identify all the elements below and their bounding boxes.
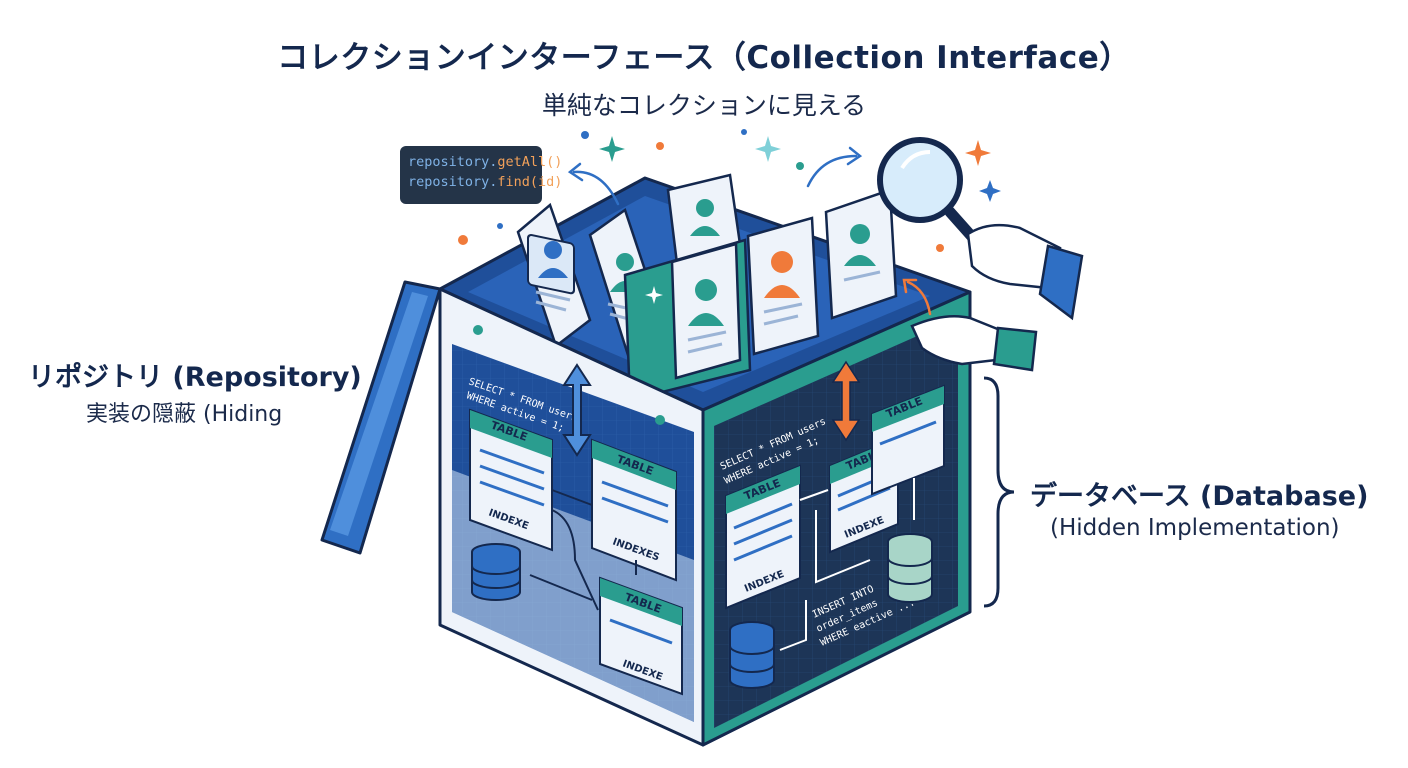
database-sublabel: (Hidden Implementation) xyxy=(1050,515,1340,541)
right-flow-arrows xyxy=(779,478,915,651)
right-table-1: TABLE INDEXE xyxy=(725,464,801,610)
profile-card xyxy=(516,202,592,349)
database-label: データベース (Database) xyxy=(1030,481,1369,512)
decorative-sparkles xyxy=(458,129,1001,304)
profile-cards xyxy=(516,173,898,402)
right-database-icon-2 xyxy=(729,621,775,689)
box-lid xyxy=(320,280,442,555)
code-line-1: repository.getAll() xyxy=(408,152,562,172)
left-table-1: TABLE INDEXE xyxy=(469,408,553,552)
diagram-title: コレクションインターフェース（Collection Interface） xyxy=(277,40,1131,76)
hand-pointing xyxy=(910,315,1038,372)
right-table-3: TABLE xyxy=(871,384,945,496)
curved-arrows xyxy=(567,146,932,316)
database-brace xyxy=(983,376,1015,608)
code-method: getAll() xyxy=(497,154,563,170)
code-line-2: repository.find(id) xyxy=(408,172,562,192)
repository-sublabel: 実装の隠蔽 (Hiding xyxy=(86,402,283,427)
right-vertical-arrow xyxy=(831,360,861,442)
hand-holding-magnifier xyxy=(966,223,1084,321)
code-method: find(id) xyxy=(497,174,563,190)
left-vertical-arrow xyxy=(562,363,592,457)
left-table-2: TABLE INDEXES xyxy=(591,438,677,582)
code-object: repository. xyxy=(408,174,498,190)
code-snippet: repository.getAll() repository.find(id) xyxy=(400,146,562,204)
left-table-3: TABLE INDEXE xyxy=(599,576,683,696)
diagram-subtitle: 単純なコレクションに見える xyxy=(541,91,867,120)
left-database-icon xyxy=(471,543,521,601)
profile-card xyxy=(623,238,752,402)
left-panel: SELECT * FROM users WHERE active = 1; TA… xyxy=(465,363,683,696)
code-object: repository. xyxy=(408,154,498,170)
magnifying-glass-icon xyxy=(877,137,988,254)
right-database-icon-1 xyxy=(887,533,933,603)
profile-card xyxy=(746,216,820,356)
left-flow-arrows xyxy=(529,489,637,611)
repository-label: リポジトリ (Repository) xyxy=(28,362,362,393)
profile-card xyxy=(824,188,898,320)
